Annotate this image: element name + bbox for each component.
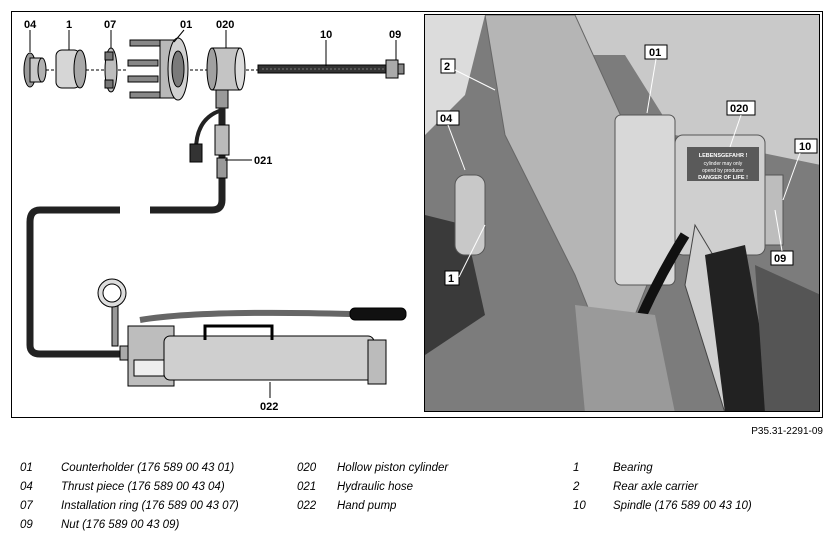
legend-code: 1 xyxy=(573,462,580,474)
label-022: 022 xyxy=(260,401,278,413)
photo-label-020: 020 xyxy=(730,103,748,115)
installation-photo: LEBENSGEFAHR ! cylinder may only opend b… xyxy=(424,14,820,412)
cylinder-text-4: DANGER OF LIFE ! xyxy=(698,175,748,181)
installation-ring-07 xyxy=(104,47,118,93)
legend-text: Installation ring (176 589 00 43 07) xyxy=(61,500,239,512)
legend-text: Counterholder (176 589 00 43 01) xyxy=(61,462,235,474)
hand-pump-022 xyxy=(97,278,407,387)
legend-code: 07 xyxy=(20,500,33,512)
label-09: 09 xyxy=(389,29,401,41)
legend-text: Thrust piece (176 589 00 43 04) xyxy=(61,481,225,493)
legend-code: 09 xyxy=(20,519,33,531)
legend-text: Nut (176 589 00 43 09) xyxy=(61,519,180,531)
photo-illustration: LEBENSGEFAHR ! cylinder may only opend b… xyxy=(425,15,819,411)
label-10: 10 xyxy=(320,29,332,41)
legend-text: Hollow piston cylinder xyxy=(337,462,449,474)
legend-text: Hand pump xyxy=(337,500,397,512)
photo-labels: 01 2 04 020 10 09 1 xyxy=(436,44,818,286)
cylinder-text-3: opend by producer xyxy=(702,168,744,174)
counterholder-01 xyxy=(127,37,189,101)
hollow-piston-cylinder-020 xyxy=(206,47,246,109)
drawing-labels: 04 1 07 01 020 10 09 021 022 xyxy=(24,19,401,413)
legend-code: 022 xyxy=(297,500,317,512)
legend-text: Rear axle carrier xyxy=(613,481,698,493)
legend-code: 01 xyxy=(20,462,33,474)
photo-label-09: 09 xyxy=(774,253,786,265)
legend-code: 020 xyxy=(297,462,317,474)
label-020: 020 xyxy=(216,19,234,31)
bearing-1 xyxy=(55,49,87,89)
photo-label-01: 01 xyxy=(649,47,661,59)
photo-label-10: 10 xyxy=(799,141,811,153)
label-01: 01 xyxy=(180,19,192,31)
figure-reference: P35.31-2291-09 xyxy=(751,426,823,437)
photo-label-04: 04 xyxy=(440,113,453,125)
legend-code: 04 xyxy=(20,481,33,493)
label-07: 07 xyxy=(104,19,116,31)
legend-code: 10 xyxy=(573,500,586,512)
photo-label-2: 2 xyxy=(444,61,450,73)
legend-text: Spindle (176 589 00 43 10) xyxy=(613,500,752,512)
nut-09 xyxy=(385,59,405,79)
thrust-piece-04 xyxy=(23,52,47,88)
legend-code: 2 xyxy=(573,481,580,493)
label-1: 1 xyxy=(66,19,72,31)
cylinder-text-1: LEBENSGEFAHR ! xyxy=(699,153,748,159)
photo-label-1: 1 xyxy=(448,273,454,285)
legend-text: Bearing xyxy=(613,462,653,474)
hydraulic-hose-021 xyxy=(26,108,230,358)
legend-code: 021 xyxy=(297,481,317,493)
spindle-10 xyxy=(257,64,387,74)
label-021: 021 xyxy=(254,155,272,167)
cylinder-text-2: cylinder may only xyxy=(704,161,743,167)
legend-text: Hydraulic hose xyxy=(337,481,414,493)
label-04: 04 xyxy=(24,19,37,31)
